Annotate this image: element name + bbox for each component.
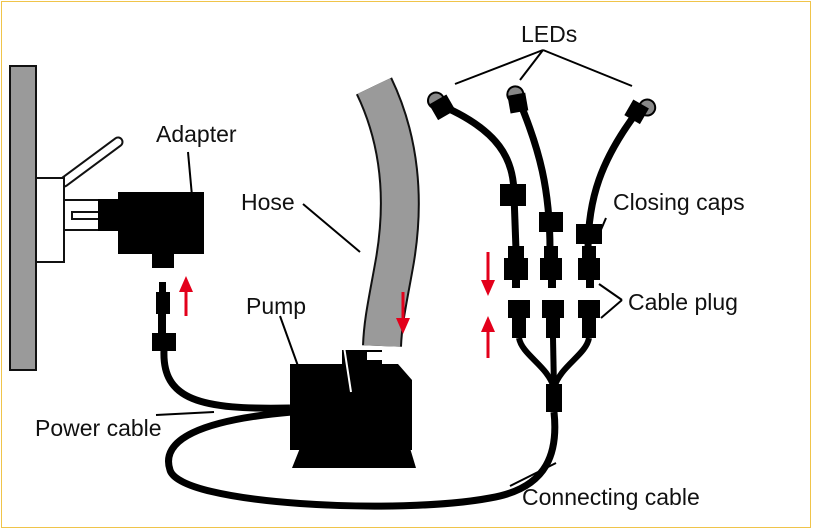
cable-plugs-upper <box>504 246 600 288</box>
hose <box>355 77 420 348</box>
adapter <box>98 192 204 268</box>
y-splitter <box>516 337 592 412</box>
closing-caps <box>500 184 602 244</box>
led-heads <box>427 85 657 125</box>
label-leds: LEDs <box>521 21 577 47</box>
connecting-cable <box>165 408 559 510</box>
leader-lines <box>155 49 633 487</box>
arrow-down-icon <box>396 292 410 334</box>
label-power-cable: Power cable <box>35 415 162 441</box>
cable-plugs-lower <box>508 300 600 338</box>
label-connecting-cable: Connecting cable <box>522 484 700 510</box>
label-closing-caps: Closing caps <box>613 189 745 215</box>
power-plug <box>152 282 176 351</box>
label-hose: Hose <box>241 189 295 215</box>
label-cable-plug: Cable plug <box>628 289 738 315</box>
label-adapter: Adapter <box>156 121 237 147</box>
arrow-up-icon <box>481 316 495 358</box>
wall-socket <box>35 136 124 263</box>
wall <box>9 65 37 371</box>
arrow-up-icon <box>179 276 193 316</box>
arrow-down-icon <box>481 252 495 296</box>
pump <box>290 339 416 468</box>
label-pump: Pump <box>246 293 306 319</box>
power-cable <box>160 349 291 412</box>
